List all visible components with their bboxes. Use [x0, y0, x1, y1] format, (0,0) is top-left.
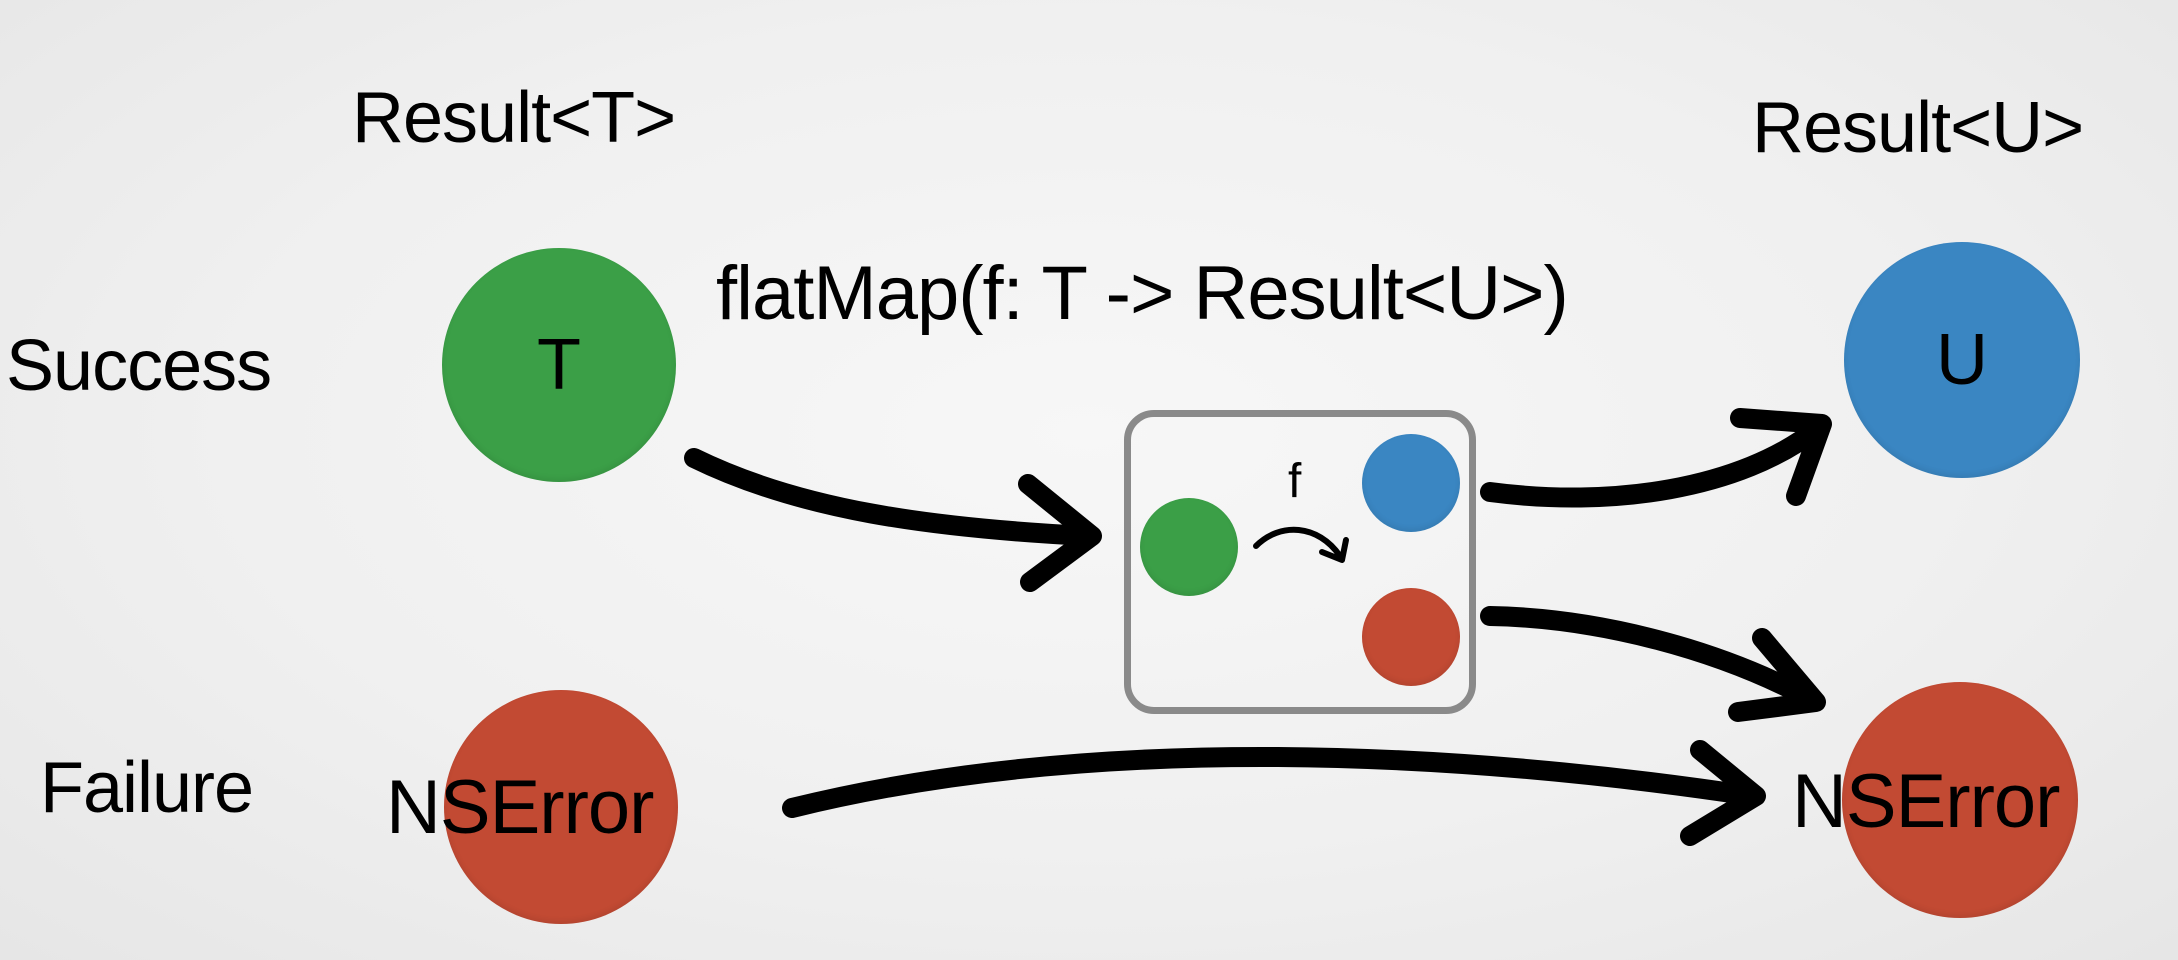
- arrow-t-to-box: [684, 448, 1102, 592]
- result-t-heading: Result<T>: [352, 78, 676, 158]
- arrow-box-to-u: [1480, 408, 1832, 508]
- function-box: [1124, 410, 1476, 714]
- success-row-label: Success: [6, 326, 272, 406]
- function-success-circle: [1362, 434, 1460, 532]
- function-input-circle: [1140, 498, 1238, 596]
- success-t-circle: T: [442, 248, 676, 482]
- output-error-label: NSError: [1792, 759, 2060, 844]
- arrow-box-to-error: [1480, 606, 1826, 722]
- success-u-circle: U: [1844, 242, 2080, 478]
- input-error-label: NSError: [386, 765, 654, 850]
- result-u-heading: Result<U>: [1752, 88, 2084, 168]
- arrow-error-passthrough: [782, 740, 1766, 846]
- success-u-letter: U: [1936, 320, 1988, 400]
- function-failure-circle: [1362, 588, 1460, 686]
- failure-input-circle: [444, 690, 678, 924]
- failure-output-circle: [1842, 682, 2078, 918]
- failure-row-label: Failure: [40, 748, 254, 828]
- function-f-label: f: [1288, 455, 1302, 508]
- flatmap-signature: flatMap(f: T -> Result<U>): [716, 251, 1569, 336]
- success-t-letter: T: [537, 325, 581, 405]
